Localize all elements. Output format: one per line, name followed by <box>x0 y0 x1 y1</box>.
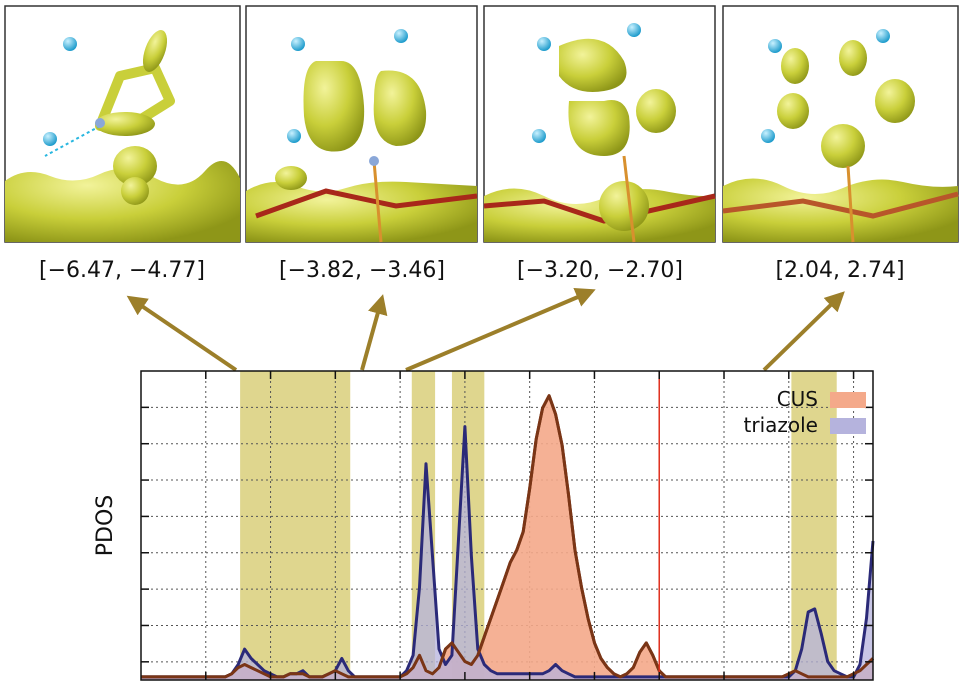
legend-swatch-cus <box>830 392 866 408</box>
orbital-panels <box>4 5 959 243</box>
pdos-chart: PDOS CUS triazole <box>93 370 875 681</box>
axis-ticks <box>141 371 873 680</box>
orbital-image <box>5 30 240 242</box>
panel-1 <box>4 5 241 243</box>
panel-2 <box>245 5 478 243</box>
panel-3 <box>483 5 716 243</box>
legend-swatch-triazole <box>830 418 866 434</box>
range-label-1: [−6.47, −4.77] <box>39 258 205 283</box>
orbital-image <box>483 23 716 243</box>
range-label-3: [−3.20, −2.70] <box>517 258 683 283</box>
series-areas <box>141 394 875 680</box>
arrow-2 <box>360 294 388 371</box>
series-area-CUS <box>141 395 873 680</box>
range-label-4: [2.04, 2.74] <box>775 258 904 283</box>
highlight-band-1 <box>240 371 351 680</box>
plot-frame <box>140 370 874 681</box>
series-line-CUS-top <box>141 394 875 679</box>
orbital-image <box>722 29 959 243</box>
range-labels: [−6.47, −4.77] [−3.82, −3.46] [−3.20, −2… <box>39 258 905 283</box>
panel-4 <box>722 5 959 243</box>
legend: CUS triazole <box>744 387 866 437</box>
legend-label-cus: CUS <box>777 387 818 411</box>
arrow-4 <box>762 291 845 372</box>
arrow-1 <box>126 295 238 372</box>
range-label-2: [−3.82, −3.46] <box>279 258 445 283</box>
arrow-3 <box>405 288 596 372</box>
orbital-image <box>246 29 478 243</box>
y-axis-label: PDOS <box>93 495 118 557</box>
legend-label-triazole: triazole <box>744 413 818 437</box>
pointer-arrows <box>126 288 845 372</box>
